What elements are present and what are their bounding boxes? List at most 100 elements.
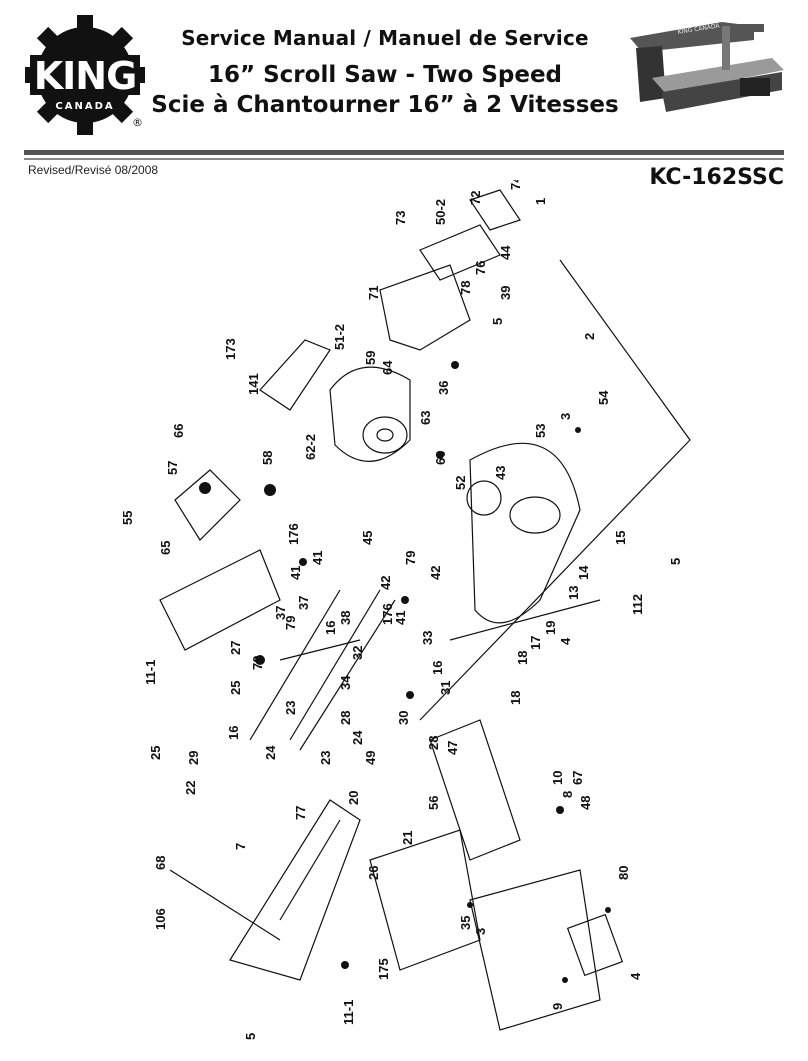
brand-sub: CANADA: [55, 101, 114, 112]
part-labels: 74 1 72 50-2 73 44 76 78 39 71 5 2 173 5…: [120, 180, 683, 1040]
saw-table: [469, 442, 581, 624]
belt-cover: [379, 264, 471, 351]
part-label: 4: [558, 637, 573, 645]
part-label: 59: [363, 351, 378, 365]
part-label: 21: [400, 831, 415, 845]
header-rule-thick: [24, 150, 784, 155]
part-label: 41: [288, 566, 303, 580]
part-label: 175: [376, 958, 391, 980]
part-label: 31: [438, 681, 453, 695]
part-label: 77: [293, 806, 308, 820]
part-label: 24: [263, 745, 278, 760]
part-label: 23: [318, 751, 333, 765]
part-label: 28: [426, 736, 441, 750]
part-label: 54: [596, 390, 611, 405]
exploded-parts-diagram: 74 1 72 50-2 73 44 76 78 39 71 5 2 173 5…: [120, 180, 691, 1040]
part-label: 33: [420, 631, 435, 645]
part-label: 64: [380, 360, 395, 375]
part-label: 80: [616, 866, 631, 880]
product-title-fr: Scie à Chantourner 16” à 2 Vitesses: [151, 92, 619, 118]
part-label: 1: [533, 198, 548, 205]
part-label: 11-1: [341, 1000, 356, 1025]
registered-mark: ®: [132, 116, 143, 129]
part-label: 60: [433, 451, 448, 465]
manual-title: Service Manual / Manuel de Service: [181, 26, 589, 50]
part-label: 3: [558, 413, 573, 420]
part-label: 5: [668, 558, 683, 565]
part-label: 68: [153, 856, 168, 870]
part-label: 56: [426, 796, 441, 810]
part-label: 79: [283, 616, 298, 630]
part-label: 36: [436, 381, 451, 395]
header-rule-thin: [24, 158, 784, 160]
part-label: 52: [453, 476, 468, 490]
part-label: 55: [120, 511, 135, 525]
part-label: 74: [508, 180, 523, 190]
part-label: 71: [366, 286, 381, 300]
part-label: 112: [630, 594, 645, 615]
part-label: 10: [550, 771, 565, 785]
part-label: 30: [396, 711, 411, 725]
part-label: 23: [283, 701, 298, 715]
part-label: 70: [250, 656, 265, 670]
part-label: 25: [148, 746, 163, 760]
part-label: 20: [346, 791, 361, 805]
part-label: 49: [363, 751, 378, 765]
part-label: 58: [260, 451, 275, 465]
product-title-en: 16” Scroll Saw - Two Speed: [207, 62, 563, 88]
part-label: 27: [228, 641, 243, 655]
part-label: 41: [310, 551, 325, 565]
part-label: 176: [380, 603, 395, 625]
brand-name: KING: [34, 54, 137, 98]
part-label: 37: [273, 606, 288, 620]
part-label: 53: [533, 424, 548, 438]
model-number: KC-162SSC: [649, 165, 784, 190]
part-label: 29: [186, 751, 201, 765]
part-label: 42: [428, 566, 443, 580]
motor: [329, 366, 411, 462]
part-label: 28: [338, 711, 353, 725]
part-label: 18: [508, 691, 523, 705]
part-label: 42: [378, 576, 393, 590]
part-label: 14: [576, 565, 591, 580]
part-label: 76: [473, 261, 488, 275]
part-label: 57: [165, 461, 180, 475]
part-label: 8: [560, 791, 575, 798]
scroll-saw-photo: KING CANADA: [630, 22, 784, 112]
base-casting: [229, 799, 361, 981]
part-label: 44: [498, 245, 513, 260]
part-label: 78: [458, 281, 473, 295]
part-label: 25: [228, 681, 243, 695]
part-label: 24: [350, 730, 365, 745]
part-label: 18: [515, 651, 530, 665]
part-label: 16: [323, 621, 338, 635]
part-label: 106: [153, 908, 168, 930]
part-label: 2: [582, 333, 597, 340]
part-label: 50-2: [433, 199, 448, 225]
part-label: 38: [338, 611, 353, 625]
part-label: 32: [350, 646, 365, 660]
part-label: 63: [418, 411, 433, 425]
part-label: 173: [223, 338, 238, 360]
part-label: 5: [243, 1033, 258, 1040]
part-label: 51-2: [332, 324, 347, 350]
part-label: 13: [566, 586, 581, 600]
king-canada-gear-logo: KING CANADA ®: [25, 15, 145, 135]
part-label: 67: [570, 771, 585, 785]
part-label: 9: [550, 1003, 565, 1010]
part-label: 62-2: [303, 434, 318, 460]
part-label: 16: [226, 726, 241, 740]
part-label: 141: [246, 373, 261, 395]
base-tray: [469, 869, 601, 1031]
part-label: 66: [171, 424, 186, 438]
part-label: 176: [286, 523, 301, 545]
part-label: 65: [158, 541, 173, 555]
part-label: 16: [430, 661, 445, 675]
part-label: 72: [468, 191, 483, 205]
part-label: 35: [458, 916, 473, 930]
part-label: 19: [543, 621, 558, 635]
part-label: 48: [578, 796, 593, 810]
part-label: 34: [338, 675, 353, 690]
side-plate: [429, 719, 521, 861]
